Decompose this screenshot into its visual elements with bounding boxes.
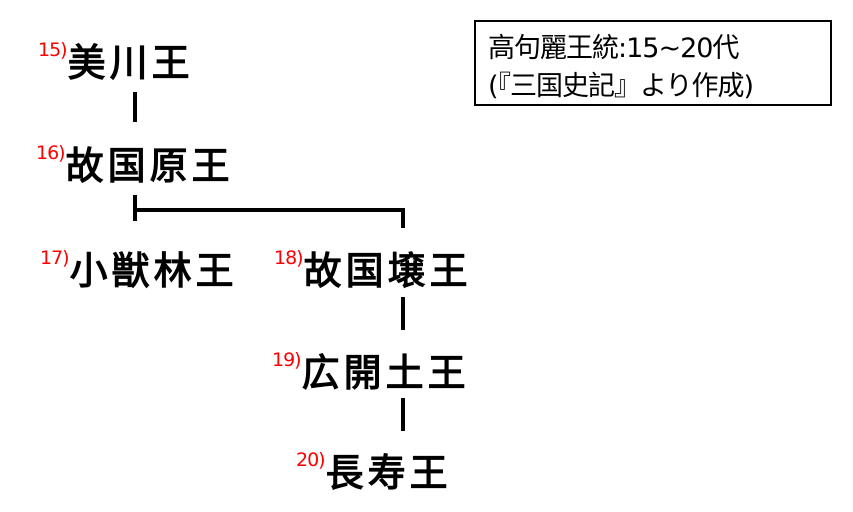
node-16: 16)故国原王 bbox=[36, 135, 234, 190]
node-name: 小獣林王 bbox=[69, 249, 238, 293]
node-number: 19) bbox=[272, 349, 302, 371]
title-box: 高句麗王統:15~20代 (『三国史記』より作成) bbox=[474, 20, 832, 106]
line-19-20 bbox=[401, 398, 405, 431]
line-15-16 bbox=[133, 92, 137, 122]
node-number: 17) bbox=[40, 247, 70, 269]
node-name: 美川王 bbox=[67, 41, 194, 85]
line-branch-horizontal bbox=[133, 208, 405, 212]
node-20: 20)長寿王 bbox=[296, 442, 452, 497]
node-number: 18) bbox=[274, 247, 304, 269]
node-name: 長寿王 bbox=[325, 451, 452, 495]
node-name: 広開土王 bbox=[301, 351, 470, 395]
title-line-1: 高句麗王統:15~20代 bbox=[488, 33, 739, 64]
node-18: 18)故国壌王 bbox=[274, 240, 472, 295]
node-number: 20) bbox=[296, 449, 326, 471]
node-number: 16) bbox=[36, 142, 66, 164]
node-19: 19)広開土王 bbox=[272, 342, 470, 397]
node-17: 17)小獣林王 bbox=[40, 240, 238, 295]
node-number: 15) bbox=[38, 39, 68, 61]
node-name: 故国壌王 bbox=[303, 249, 472, 293]
node-15: 15)美川王 bbox=[38, 32, 194, 87]
line-branch-to-18 bbox=[401, 208, 405, 228]
line-18-19 bbox=[401, 297, 405, 330]
title-line-2: (『三国史記』より作成) bbox=[488, 71, 754, 102]
node-name: 故国原王 bbox=[65, 144, 234, 188]
